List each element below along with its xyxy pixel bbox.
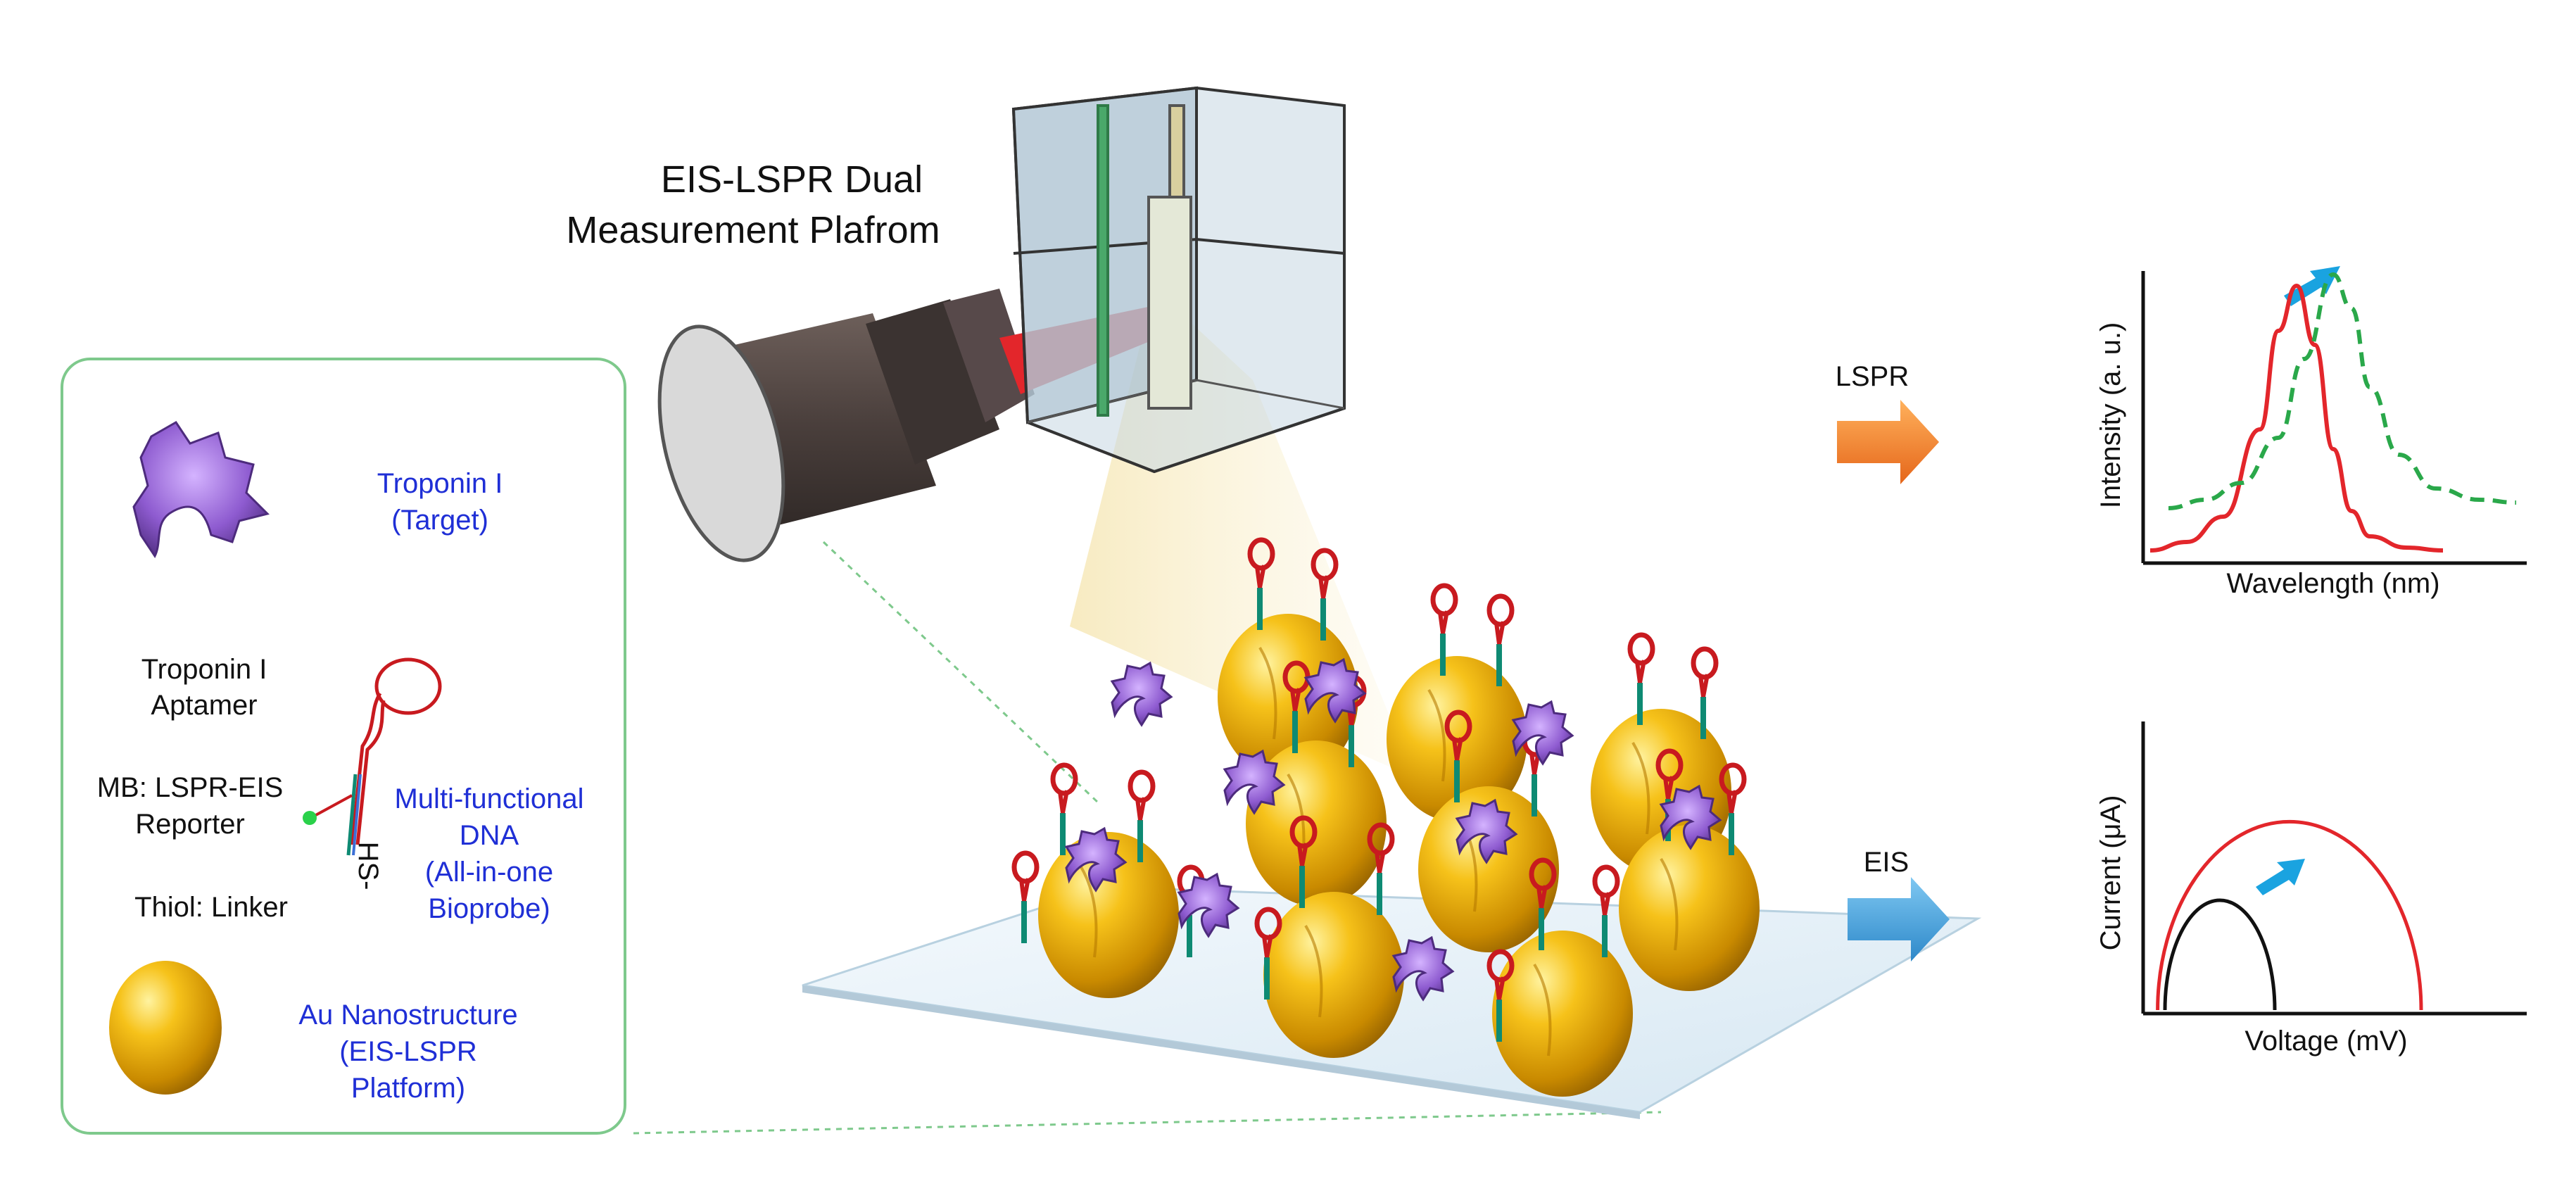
lspr-x-label: Wavelength (nm) xyxy=(2226,568,2439,599)
measurement-cell xyxy=(1011,86,1346,474)
legend-au-line3: Platform) xyxy=(351,1073,465,1104)
legend-troponin-sub: (Target) xyxy=(391,505,488,536)
lspr-chart: Wavelength (nm) Intensity (a. u.) xyxy=(2095,266,2527,599)
nanoparticle xyxy=(1262,890,1406,1059)
legend-dna-line4: Bioprobe) xyxy=(428,893,550,924)
eis-x-label: Voltage (mV) xyxy=(2244,1026,2407,1057)
nanoparticle xyxy=(1617,824,1761,992)
eis-series-arc-1 xyxy=(2163,898,2277,1011)
lspr-shift-arrow xyxy=(2284,266,2340,306)
lspr-arrow xyxy=(1837,400,1939,484)
legend-dna-line3: (All-in-one xyxy=(425,857,553,888)
eis-y-label: Current (μA) xyxy=(2095,795,2126,951)
platform-title: EIS-LSPR Dual Measurement Plafrom xyxy=(566,158,940,251)
legend-troponin-icon xyxy=(132,421,270,558)
lspr-arrow-label: LSPR xyxy=(1836,361,1909,392)
eis-shift-arrow xyxy=(2256,859,2305,895)
legend-au-icon xyxy=(109,961,222,1095)
platform-title-line1: EIS-LSPR Dual xyxy=(661,158,923,201)
nanoparticle xyxy=(1491,929,1634,1098)
lspr-series-dashed xyxy=(2168,272,2517,510)
legend-au-line1: Au Nanostructure xyxy=(298,1000,517,1030)
lspr-y-label: Intensity (a. u.) xyxy=(2095,322,2126,509)
platform-title-line2: Measurement Plafrom xyxy=(566,209,940,251)
legend-aptamer-label: Troponin I xyxy=(141,654,267,685)
lspr-series-solid xyxy=(2149,283,2444,553)
eis-series-arc-2 xyxy=(2156,819,2423,1011)
legend-dna-line1: Multi-functional xyxy=(394,783,583,814)
legend-reporter-sub: Reporter xyxy=(135,809,245,840)
legend-reporter-label: MB: LSPR-EIS xyxy=(97,772,284,803)
legend-thiol-label: Thiol: Linker xyxy=(134,892,288,923)
eis-chart: Voltage (mV) Current (μA) xyxy=(2095,721,2527,1057)
legend-troponin-label: Troponin I xyxy=(377,468,503,499)
legend-aptamer-icon xyxy=(303,657,442,856)
legend-dna-line2: DNA xyxy=(460,820,519,851)
legend-box xyxy=(61,358,626,1135)
legend-hs-label: HS- xyxy=(353,842,384,890)
legend-aptamer-sub: Aptamer xyxy=(151,690,257,721)
eis-arrow xyxy=(1848,877,1950,962)
eis-arrow-label: EIS xyxy=(1864,847,1909,878)
legend-au-line2: (EIS-LSPR xyxy=(339,1036,477,1067)
